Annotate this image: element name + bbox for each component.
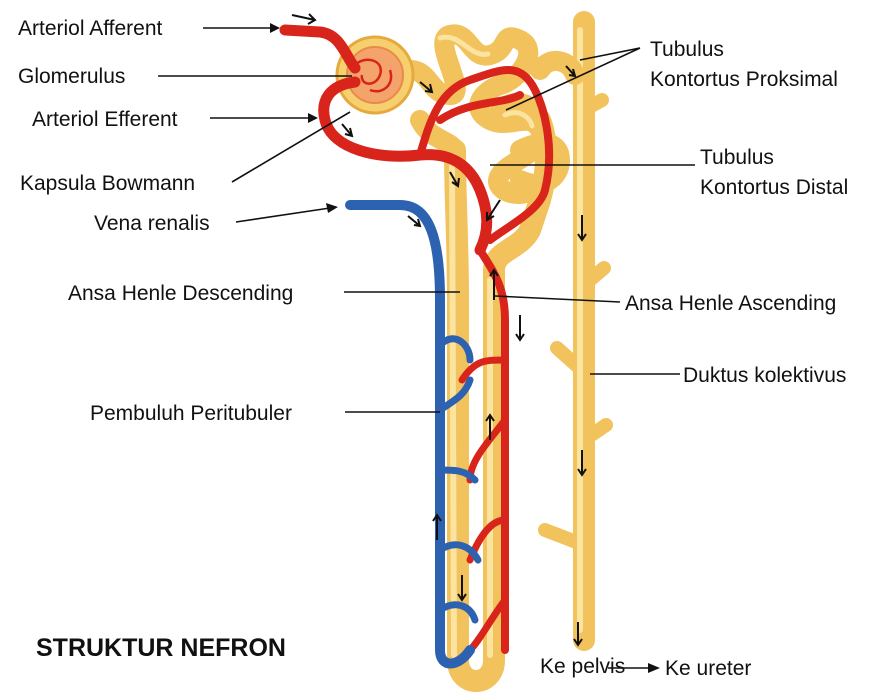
label-vena-renalis: Vena renalis (94, 212, 210, 235)
label-arteriol-afferent: Arteriol Afferent (18, 17, 163, 40)
label-duktus-kolektivus: Duktus kolektivus (683, 364, 846, 387)
label-tubulus-proksimal-1: Tubulus (650, 38, 724, 61)
label-arteriol-efferent: Arteriol Efferent (32, 108, 178, 131)
label-tubulus-distal-2: Kontortus Distal (700, 176, 848, 199)
label-ke-ureter: Ke ureter (665, 657, 751, 680)
label-glomerulus: Glomerulus (18, 65, 125, 88)
label-kapsula-bowmann: Kapsula Bowmann (20, 172, 195, 195)
collecting-duct (545, 22, 606, 640)
label-pembuluh-peritubuler: Pembuluh Peritubuler (90, 402, 292, 425)
label-ke-pelvis: Ke pelvis (540, 655, 625, 678)
diagram-title: STRUKTUR NEFRON (36, 634, 286, 662)
label-ansa-henle-descending: Ansa Henle Descending (68, 282, 293, 305)
label-ansa-henle-ascending: Ansa Henle Ascending (625, 292, 836, 315)
label-tubulus-proksimal-2: Kontortus Proksimal (650, 68, 838, 91)
label-tubulus-distal-1: Tubulus (700, 146, 774, 169)
